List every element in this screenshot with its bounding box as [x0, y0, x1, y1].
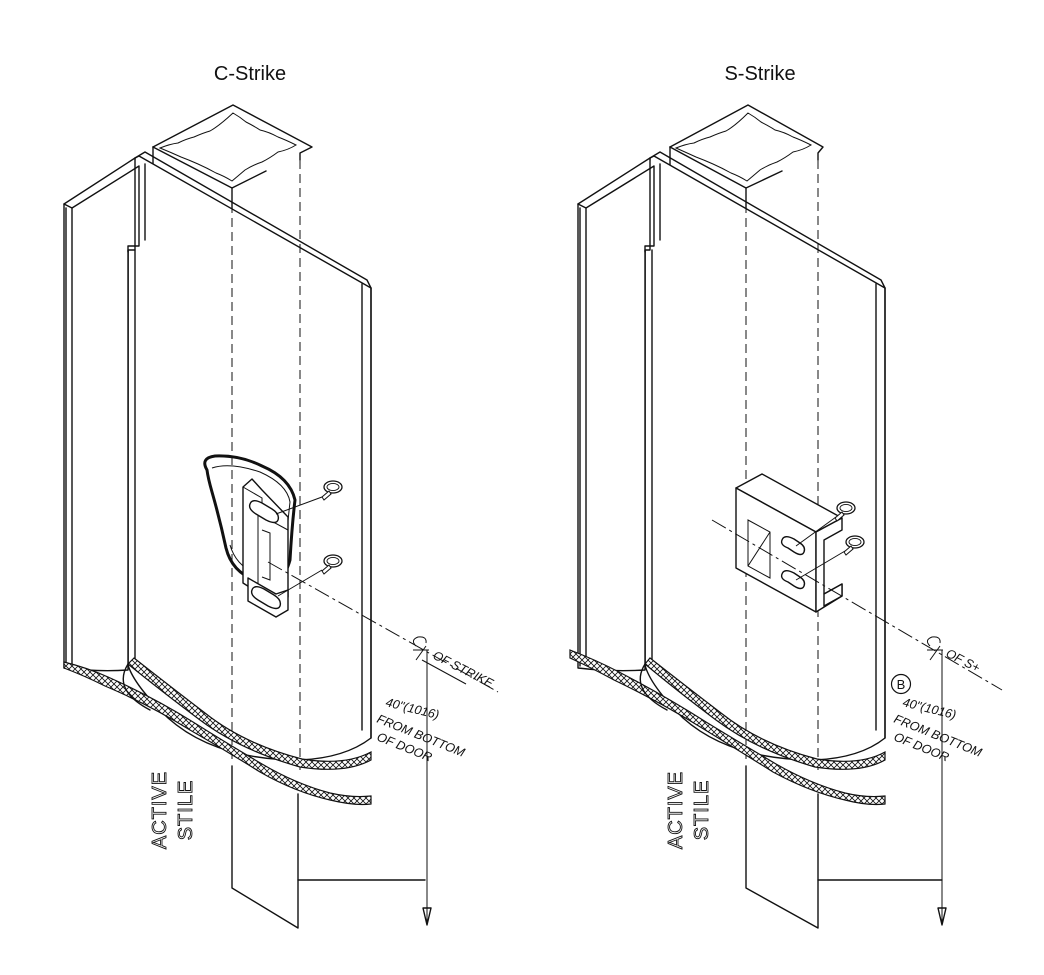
s-strike-screws: [795, 501, 865, 581]
c-strike-title: C-Strike: [214, 63, 286, 85]
s-strike-cut-section: [569, 649, 886, 806]
callout-b: B: [897, 677, 906, 692]
c-strike-active-stile-label: ACTIVE STILE: [149, 770, 198, 849]
s-strike-active-stile-label: ACTIVE STILE: [665, 770, 714, 849]
svg-text:ACTIVE: ACTIVE: [149, 771, 171, 849]
s-strike-hidden-tube-lines: [745, 160, 819, 770]
s-strike-title: S-Strike: [724, 63, 795, 85]
c-strike-plate[interactable]: [242, 478, 289, 618]
c-strike-figure: C-Strike: [63, 63, 499, 929]
svg-text:STILE: STILE: [691, 780, 713, 841]
c-strike-cut-section: [63, 657, 372, 806]
c-strike-door-channel: [63, 151, 372, 761]
s-strike-door-channel: [577, 151, 886, 761]
s-strike-block[interactable]: [735, 473, 843, 613]
c-strike-stile-tube: [152, 104, 426, 929]
svg-text:STILE: STILE: [175, 780, 197, 841]
s-strike-centerline-label: OF S+: [944, 646, 983, 675]
c-strike-hidden-tube-lines: [231, 160, 301, 770]
s-strike-figure: S-Strike: [569, 63, 1003, 929]
s-strike-callout: B: [890, 673, 912, 695]
c-strike-screws: [275, 480, 343, 597]
c-strike-dimension: 40"(1016) FROM BOTTOM OF DOOR: [375, 650, 467, 926]
svg-text:ACTIVE: ACTIVE: [665, 771, 687, 849]
